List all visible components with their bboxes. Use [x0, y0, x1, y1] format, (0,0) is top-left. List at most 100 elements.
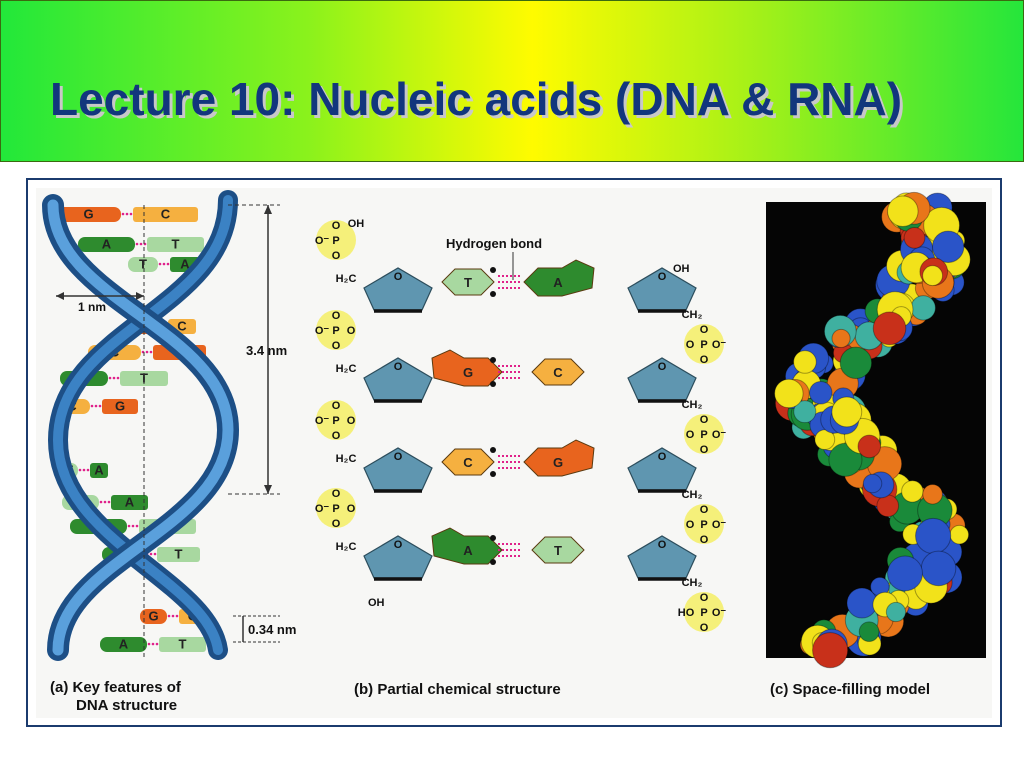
h2c-label: H₂C [336, 453, 357, 465]
ch2-label: CH₂ [682, 309, 703, 321]
atom-sphere [862, 473, 883, 494]
hbond-dot [149, 552, 153, 556]
atom-sphere [915, 517, 952, 554]
pair-right-letter: C [161, 207, 171, 222]
base-g [140, 609, 167, 624]
phosphorus-label: P [700, 339, 707, 351]
atom-sphere [910, 295, 936, 321]
atom-sphere [774, 378, 804, 409]
atom-sphere [887, 555, 923, 592]
hbond-dot [107, 500, 111, 504]
atom-sphere [922, 265, 944, 287]
atom-dot [490, 535, 496, 541]
phosphate-group [684, 324, 724, 364]
base-letter: T [554, 543, 562, 558]
hbond-dot [90, 404, 94, 408]
oxygen-label: O [700, 414, 709, 426]
hbond-dot [171, 614, 175, 618]
base-t [159, 637, 206, 652]
slide-title: Lecture 10: Nucleic acids (DNA & RNA) [50, 73, 902, 125]
h2c-label: H₂C [336, 273, 357, 285]
atom-sphere [949, 524, 970, 545]
hbond-dot [127, 524, 131, 528]
pair-right-letter: C [177, 319, 187, 334]
atom-sphere [793, 400, 817, 424]
atom-dot [490, 447, 496, 453]
hbond-dot [166, 262, 170, 266]
hydrogen-bond-label: Hydrogen bond [446, 236, 542, 251]
title-svg: Lecture 10: Nucleic acids (DNA & RNA) Le… [50, 73, 905, 128]
hbond-dot [78, 468, 82, 472]
hbond-dot [131, 524, 135, 528]
deoxyribose-sugar [627, 357, 697, 401]
atom-sphere [858, 621, 880, 643]
hbond-dot [145, 350, 149, 354]
base-letter: A [463, 543, 473, 558]
pair-right-letter: T [172, 237, 180, 252]
hbond-dot [103, 500, 107, 504]
oxygen-label: O [332, 310, 341, 322]
oxygen-label: O [686, 519, 695, 531]
purine-base [523, 439, 595, 477]
pair-left-letter: G [83, 207, 93, 222]
oxygen-label: O [700, 504, 709, 516]
oxygen-minus-label: O⁻ [712, 429, 727, 441]
atom-sphere [887, 195, 919, 227]
width-label: 1 nm [78, 300, 106, 314]
atom-sphere [872, 311, 907, 346]
atom-sphere [831, 396, 863, 428]
purine-base [523, 259, 595, 297]
phosphate-group [316, 310, 356, 350]
phosphate-group [316, 220, 356, 260]
atom-dot [490, 559, 496, 565]
oxygen-label: O [700, 444, 709, 456]
base-letter: C [553, 365, 563, 380]
base-g [102, 399, 138, 414]
rise-label: 0.34 nm [248, 622, 296, 637]
base-t [147, 237, 204, 252]
hbond-dot [129, 212, 133, 216]
pair-right-letter: G [115, 399, 125, 414]
oxygen-label: O [686, 339, 695, 351]
h2c-label: H₂C [336, 541, 357, 553]
ch2-label: CH₂ [682, 489, 703, 501]
oxygen-label: O [332, 430, 341, 442]
hbond-dot [108, 376, 112, 380]
atom-sphere [812, 632, 849, 669]
ring-oxygen-label: O [658, 271, 667, 283]
deoxyribose-sugar [363, 447, 433, 491]
hbond-dot [112, 376, 116, 380]
hbond-dot [147, 642, 151, 646]
deoxyribose-sugar [363, 535, 433, 579]
atom-sphere [793, 350, 817, 374]
hbond-dot [139, 242, 143, 246]
base-letter: C [463, 455, 473, 470]
oxygen-minus-label: O⁻ [315, 325, 330, 337]
pair-right-letter: T [175, 547, 183, 562]
base-letter: T [464, 275, 472, 290]
pyrimidine-base [531, 536, 585, 564]
hbond-dot [135, 524, 139, 528]
pyrimidine-base [441, 448, 495, 476]
hydroxyl-label: HO [678, 607, 695, 619]
space-filling-spheres [774, 191, 971, 669]
hbond-dot [162, 262, 166, 266]
phosphorus-label: P [332, 503, 339, 515]
pitch-arrowhead-top [264, 205, 272, 214]
hbond-dot [151, 642, 155, 646]
pyrimidine-base [531, 358, 585, 386]
atom-dot [490, 267, 496, 273]
pyrimidine-base [441, 268, 495, 296]
atom-sphere [922, 483, 943, 505]
hbond-dot [125, 212, 129, 216]
hbond-dot [99, 500, 103, 504]
